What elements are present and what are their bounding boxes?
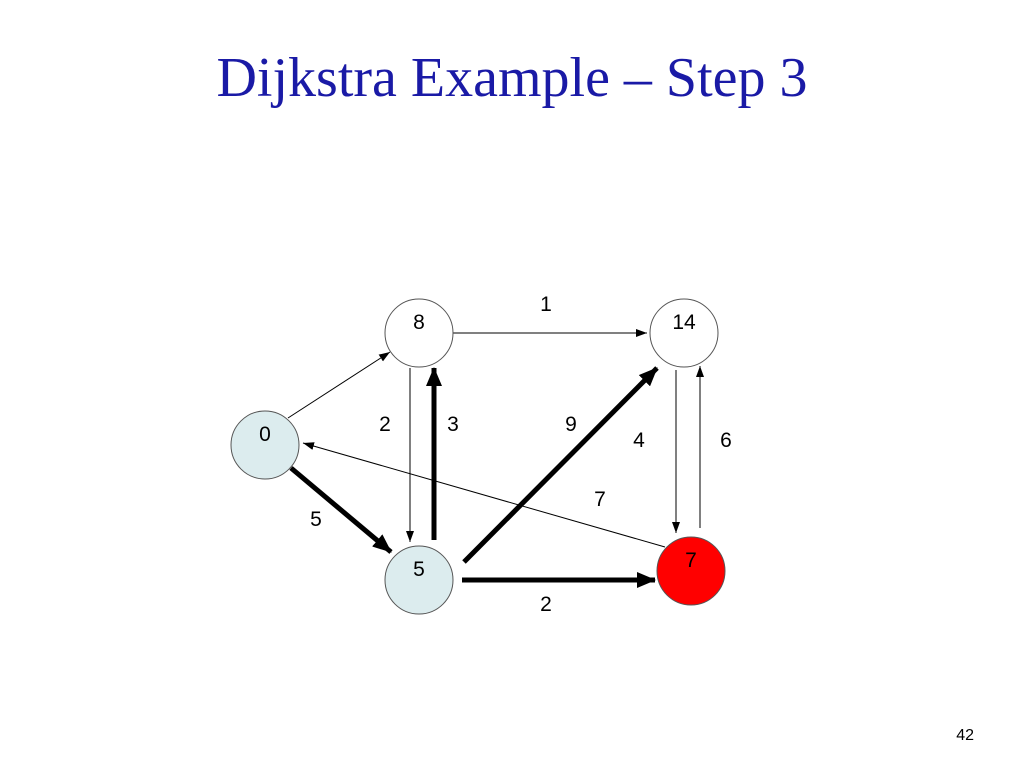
edge-weight-d-e: 2 (540, 593, 552, 616)
edge-weight-b-c: 1 (540, 293, 552, 316)
edge-a-b (287, 351, 391, 419)
node-e-label: 7 (685, 549, 697, 572)
edge-labels-layer: 1 2 3 9 4 6 7 5 2 (310, 293, 732, 616)
node-c-label: 14 (672, 311, 696, 334)
edge-weight-e-a: 7 (594, 488, 606, 511)
edge-weight-a-d: 5 (310, 508, 322, 531)
node-d-circle (384, 545, 454, 615)
edge-weight-e-c: 6 (720, 429, 732, 452)
node-a-circle (230, 410, 300, 480)
node-c-circle (649, 298, 719, 368)
node-d-label: 5 (413, 558, 425, 581)
slide-title: Dijkstra Example – Step 3 (216, 47, 808, 109)
node-a-label: 0 (259, 423, 271, 446)
edge-a-d-bold (289, 466, 393, 554)
node-e-circle (656, 536, 726, 606)
slide-number: 42 (956, 727, 974, 744)
edge-weight-b-d: 2 (379, 413, 391, 436)
edge-d-c-bold (462, 366, 659, 564)
node-b-circle (384, 298, 454, 368)
edge-weight-d-c: 9 (565, 413, 577, 436)
edges-layer (287, 329, 704, 588)
edge-e-a (302, 442, 666, 548)
edge-weight-d-b: 3 (447, 413, 459, 436)
edge-weight-c-e: 4 (633, 429, 645, 452)
nodes-layer: 0 8 14 5 7 (230, 298, 726, 615)
node-b-label: 8 (413, 311, 425, 334)
